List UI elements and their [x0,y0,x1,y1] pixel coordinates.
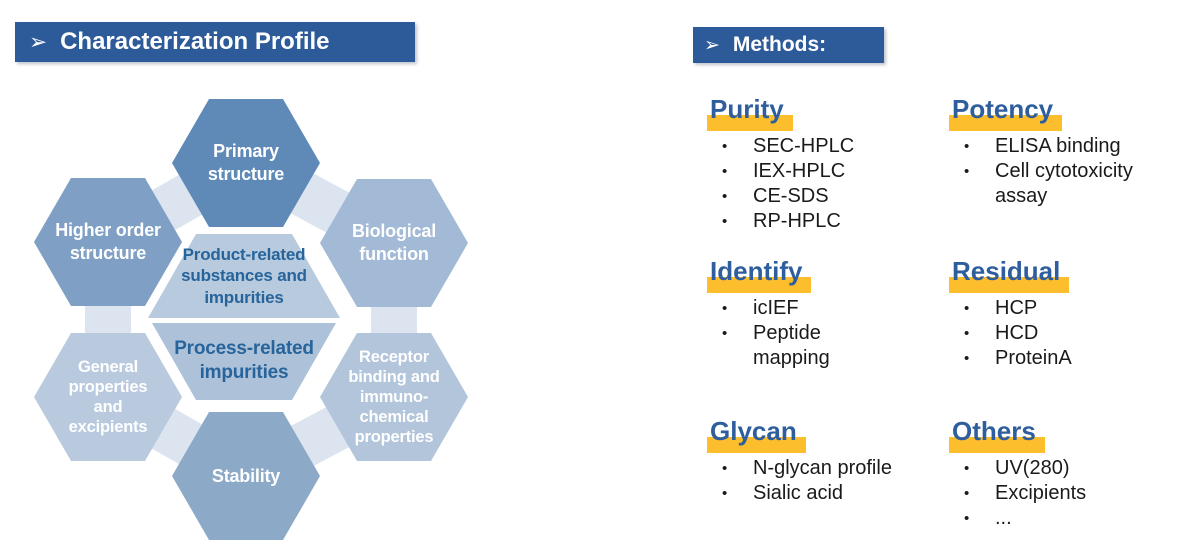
bullet-icon: • [964,350,970,367]
section-title: Purity [710,94,784,124]
section-heading: Identify [707,256,812,293]
section-heading: Others [949,416,1045,453]
bullet-icon: • [964,325,970,342]
list-item-label: N-glycan profile [753,457,892,479]
list-item-label: HCP [995,297,1038,319]
center-hexagon-top-half [148,234,340,318]
list-item-label: Excipients [995,482,1087,504]
list-item-label: Cell cytotoxicity assay [995,160,1133,207]
highlight-bar [707,115,793,131]
list-item: • ELISA binding [952,134,1195,159]
section-title: Potency [952,94,1054,124]
section-heading: Purity [707,94,793,131]
list-item: • Excipients [952,481,1195,506]
right-header-title: Methods: [732,33,827,56]
bullet-icon: • [964,138,970,155]
list-item: •... [952,506,1195,531]
list-item: • SEC-HPLC [710,134,955,159]
method-list: • ELISA binding • Cell cytotoxicity assay [952,134,1195,209]
highlight-bar [949,277,1070,293]
arrow-bullet-icon: ➢ [29,29,48,54]
center-hexagon-bottom-half [152,323,336,400]
highlight-bar [707,277,812,293]
bullet-icon: • [964,510,970,527]
method-list: • HCP • HCD • ProteinA [952,296,1195,371]
bullet-icon: • [964,485,970,502]
method-list: • N-glycan profile • Sialic acid [710,456,955,506]
hexagon-higher-order-structure [34,178,182,306]
arrow-bullet-icon: ➢ [704,34,720,56]
section-heading: Glycan [707,416,806,453]
list-item: • ProteinA [952,346,1195,371]
bullet-icon: • [964,163,970,180]
hexagon-stability [172,412,320,540]
hexagon-general-properties [34,333,182,461]
bullet-icon: • [722,460,728,477]
list-item-label: HCD [995,322,1039,344]
section-others: Others • UV(280) • Excipients •... [949,416,1195,531]
hexagon-biological-function [320,179,468,307]
list-item-label: ELISA binding [995,135,1121,157]
methods-header: ➢ Methods: [693,27,884,63]
bullet-icon: • [722,138,728,155]
bullet-icon: • [722,300,728,317]
section-title: Residual [952,256,1061,286]
bullet-icon: • [964,460,970,477]
list-item-label: ProteinA [995,347,1072,369]
list-item: • IEX-HPLC [710,159,955,184]
bullet-icon: • [722,213,728,230]
list-item-label: Sialic acid [753,482,844,504]
list-item-label: ... [995,507,1012,529]
list-item: • HCP [952,296,1195,321]
section-heading: Residual [949,256,1070,293]
list-item-label: IEX-HPLC [753,160,846,182]
list-item: • UV(280) [952,456,1195,481]
section-residual: Residual • HCP • HCD • ProteinA [949,256,1195,371]
list-item: • N-glycan profile [710,456,955,481]
list-item: • Peptide mapping [710,321,955,371]
list-item: • HCD [952,321,1195,346]
highlight-bar [949,437,1045,453]
list-item: • RP-HPLC [710,209,955,234]
method-list: • icIEF • Peptide mapping [710,296,955,371]
bullet-icon: • [964,300,970,317]
method-list: • UV(280) • Excipients •... [952,456,1195,531]
section-heading: Potency [949,94,1063,131]
bullet-icon: • [722,188,728,205]
section-title: Others [952,416,1036,446]
list-item: • CE-SDS [710,184,955,209]
highlight-bar [707,437,806,453]
bullet-icon: • [722,325,728,342]
section-purity: Purity • SEC-HPLC • IEX-HPLC • CE-SDS • RP-H… [707,94,955,234]
list-item: • Cell cytotoxicity assay [952,159,1195,209]
highlight-bar [949,115,1063,131]
left-header-title: Characterization Profile [60,28,330,55]
section-title: Glycan [710,416,797,446]
list-item: • Sialic acid [710,481,955,506]
method-list: • SEC-HPLC • IEX-HPLC • CE-SDS • RP-HPLC [710,134,955,234]
bullet-icon: • [722,485,728,502]
list-item-label: Peptide mapping [753,322,830,369]
list-item-label: UV(280) [995,457,1070,479]
section-potency: Potency • ELISA binding • Cell cytotoxicit… [949,94,1195,209]
section-title: Identify [710,256,803,286]
section-glycan: Glycan • N-glycan profile • Sialic acid [707,416,955,506]
section-identify: Identify • icIEF • Peptide mapping [707,256,955,371]
list-item: • icIEF [710,296,955,321]
bullet-icon: • [722,163,728,180]
hexagon-receptor-binding [320,333,468,461]
list-item-label: CE-SDS [753,185,829,207]
characterization-profile-header: ➢ Characterization Profile [15,22,415,62]
list-item-label: icIEF [753,297,799,319]
list-item-label: SEC-HPLC [753,135,855,157]
list-item-label: RP-HPLC [753,210,841,232]
hexagon-primary-structure [172,99,320,227]
